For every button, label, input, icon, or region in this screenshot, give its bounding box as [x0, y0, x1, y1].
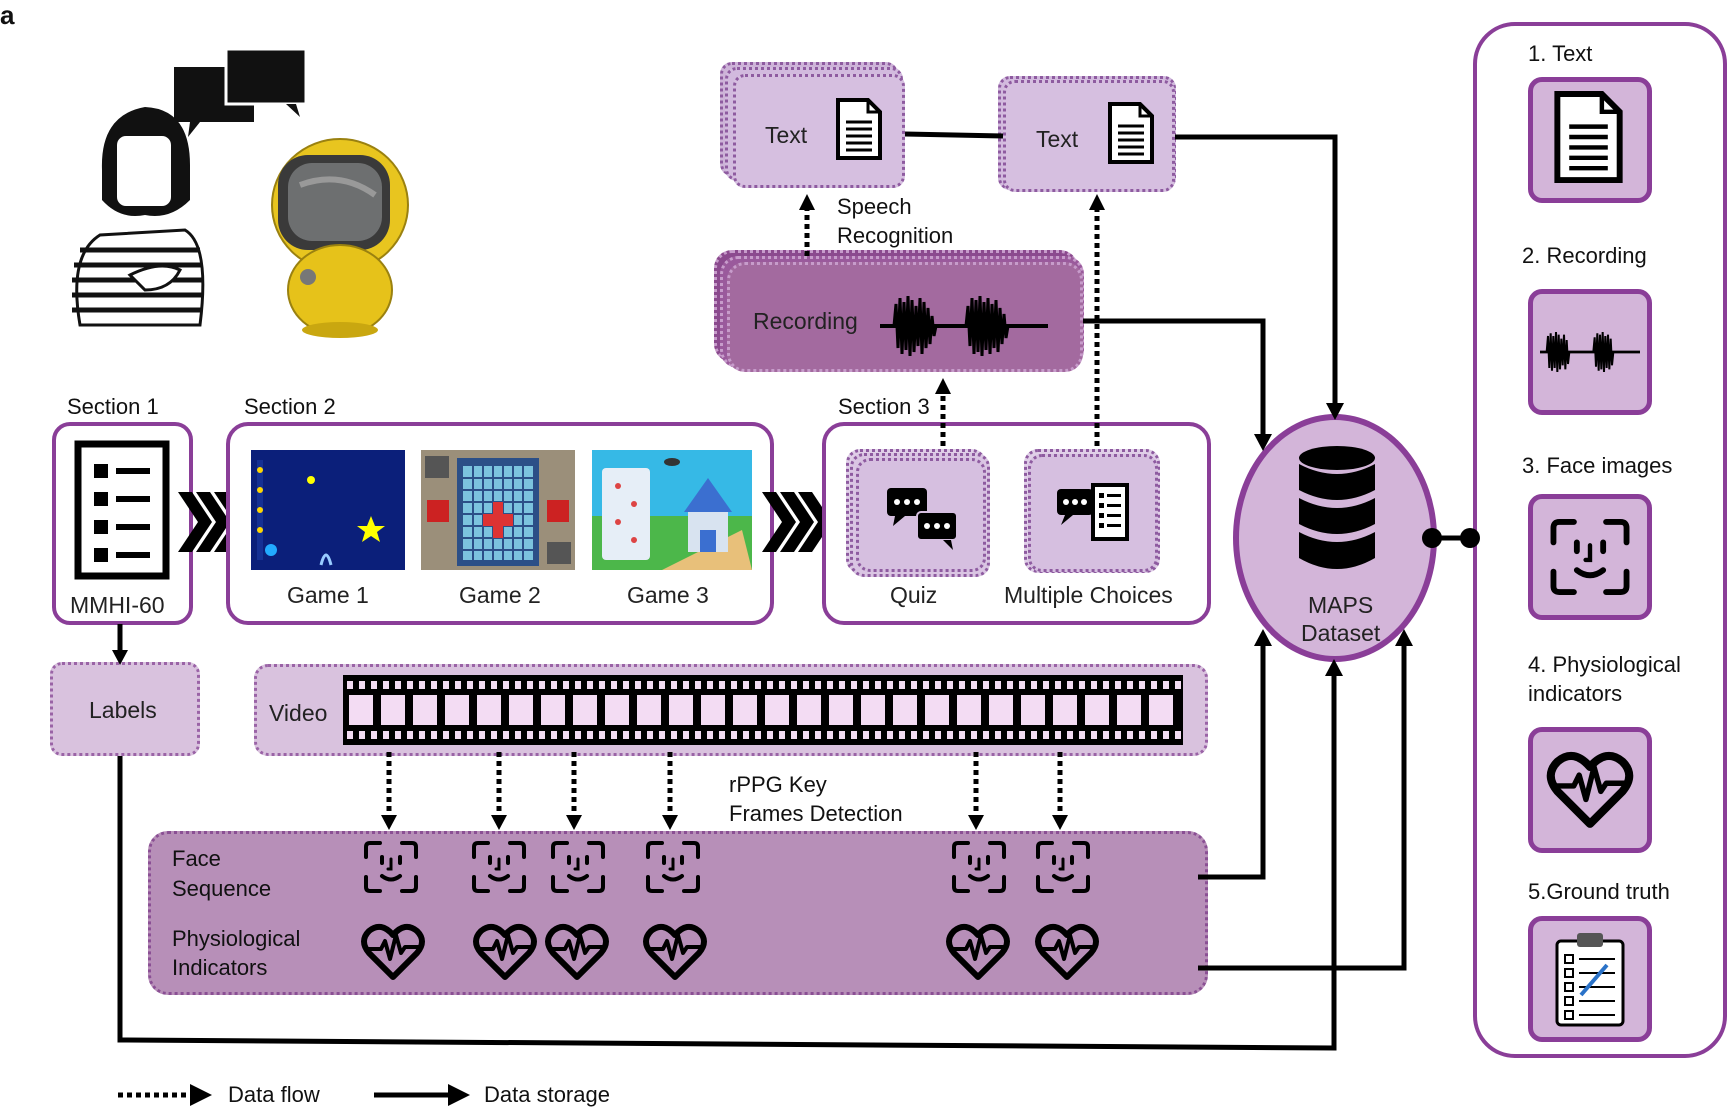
right-item-5-card [1528, 916, 1652, 1042]
text-node-2-label: Text [1036, 126, 1079, 152]
right-item-1-card [1528, 77, 1652, 203]
chat-list-icon [1057, 483, 1129, 541]
speech-recognition-line-2: Recognition [837, 223, 954, 248]
text-node-1-label: Text [765, 122, 808, 148]
section-1-box: MMHI-60 [52, 422, 193, 625]
right-item-4-card [1528, 727, 1652, 853]
clipboard-icon [1555, 933, 1625, 1027]
game-3-label: Game 3 [627, 582, 709, 608]
legend-data-storage: Data storage [484, 1082, 610, 1107]
quiz-label: Quiz [890, 582, 938, 608]
game-1-label: Game 1 [287, 582, 369, 608]
right-item-4-label-line-1: 4. Physiological [1528, 652, 1681, 677]
section-3-label: Section 3 [838, 394, 930, 419]
recording-label: Recording [753, 308, 858, 334]
chat-bubbles-icon [887, 488, 958, 550]
document-icon [1554, 94, 1626, 186]
game-2-label: Game 2 [459, 582, 541, 608]
checklist-icon [74, 440, 170, 580]
right-item-5-label: 5.Ground truth [1528, 879, 1670, 904]
section-2-label: Section 2 [244, 394, 336, 419]
section-1-label: Section 1 [67, 394, 159, 419]
heart-pulse-icon [1544, 748, 1636, 832]
right-item-2-label: 2. Recording [1522, 243, 1647, 268]
dataset-label: Dataset [1301, 620, 1381, 646]
right-item-4-label-line-2: indicators [1528, 681, 1623, 706]
right-item-3-card [1528, 494, 1652, 620]
database-icon [1299, 446, 1375, 569]
quiz-card [856, 458, 986, 572]
speech-recognition-line-1: Speech [837, 194, 912, 219]
multiple-choices-label: Multiple Choices [1004, 582, 1173, 608]
right-item-1-label: 1. Text [1528, 41, 1593, 66]
right-item-3-label: 3. Face images [1522, 453, 1673, 478]
panel-label: a [0, 0, 15, 30]
maps-label: MAPS [1308, 592, 1374, 618]
person-robot-illustration [72, 47, 409, 338]
legend-data-flow: Data flow [228, 1082, 320, 1107]
waveform-icon [1540, 331, 1640, 373]
game-1-thumbnail [251, 450, 405, 570]
mmhi-label: MMHI-60 [70, 592, 165, 618]
face-scan-icon [1550, 519, 1630, 595]
right-item-2-card [1528, 289, 1652, 415]
game-3-thumbnail [592, 450, 752, 570]
game-2-thumbnail [421, 450, 575, 570]
